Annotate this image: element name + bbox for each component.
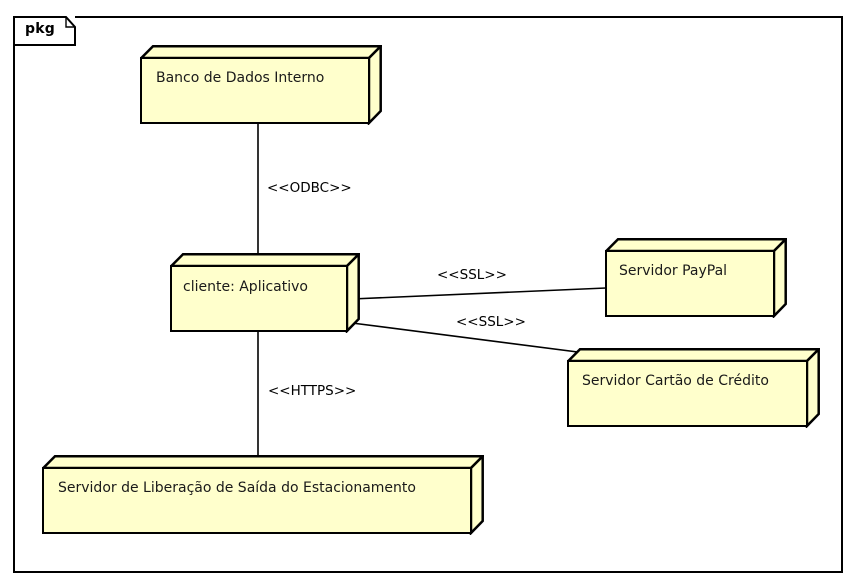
node-3d-top-side-faces	[140, 45, 382, 125]
node-servidor-liberacao-saida[interactable]: Servidor de Liberação de Saída do Estaci…	[42, 455, 484, 535]
package-tab-label: pkg	[25, 21, 55, 37]
node-front-face	[567, 360, 808, 427]
edge-label-https: <<HTTPS>>	[268, 383, 357, 399]
node-cliente-aplicativo[interactable]: cliente: Aplicativo	[170, 253, 360, 333]
node-label-servidor-cartao-de-credito: Servidor Cartão de Crédito	[582, 373, 769, 389]
node-label-banco-de-dados-interno: Banco de Dados Interno	[156, 70, 325, 86]
node-front-face	[42, 467, 472, 534]
node-label-cliente-aplicativo: cliente: Aplicativo	[183, 279, 308, 295]
edge-label-ssl-cartao: <<SSL>>	[456, 314, 526, 330]
node-label-servidor-paypal: Servidor PayPal	[619, 263, 728, 279]
node-front-face	[140, 57, 370, 124]
node-3d-top-side-faces	[170, 253, 360, 333]
node-banco-de-dados-interno[interactable]: Banco de Dados Interno	[140, 45, 382, 125]
package-tab-shape	[13, 16, 76, 46]
node-servidor-cartao-de-credito[interactable]: Servidor Cartão de Crédito	[567, 348, 820, 428]
node-servidor-paypal[interactable]: Servidor PayPal	[605, 238, 787, 318]
edge-label-ssl-paypal: <<SSL>>	[437, 267, 507, 283]
node-front-face	[605, 250, 775, 317]
edge-label-odbc: <<ODBC>>	[267, 180, 352, 196]
node-front-face	[170, 265, 348, 332]
package-frame	[13, 16, 843, 573]
package-tab: pkg	[13, 16, 76, 46]
node-label-servidor-liberacao-saida: Servidor de Liberação de Saída do Estaci…	[58, 480, 416, 496]
